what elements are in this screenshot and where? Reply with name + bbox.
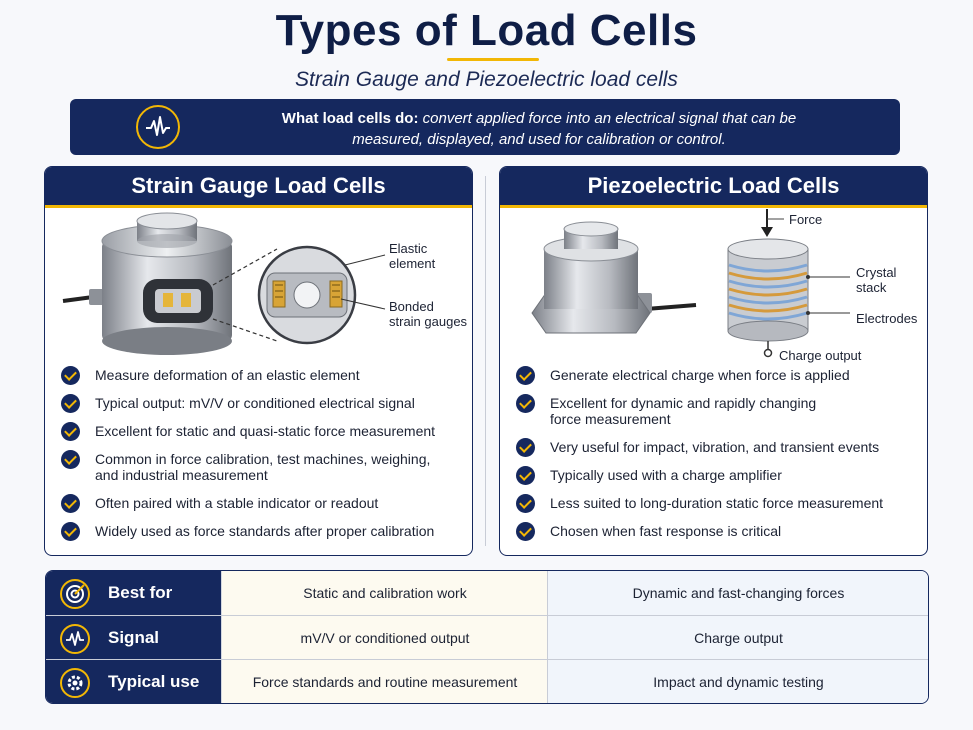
row-label: Signal <box>108 628 160 647</box>
row-label: Typical use <box>108 672 200 691</box>
definition-line-1: convert applied force into an electrical… <box>422 110 797 127</box>
check-icon <box>516 494 535 513</box>
target-icon <box>60 579 90 609</box>
list-item: Common in force calibration, test machin… <box>61 450 435 483</box>
definition-text: What load cells do: convert applied forc… <box>194 108 884 150</box>
check-icon <box>61 394 80 413</box>
definition-lead: What load cells do: <box>281 110 419 127</box>
definition-banner: What load cells do: convert applied forc… <box>70 99 900 155</box>
definition-line-2: measured, displayed, and used for calibr… <box>352 131 726 148</box>
check-icon <box>516 438 535 457</box>
check-icon <box>61 366 80 385</box>
waveform-icon <box>136 105 180 149</box>
check-icon <box>61 422 80 441</box>
check-icon <box>61 522 80 541</box>
piezoelectric-illustration <box>531 209 850 358</box>
list-item: Excellent for static and quasi-static fo… <box>61 422 435 441</box>
strain-gauge-panel: Strain Gauge Load Cells <box>44 166 473 556</box>
table-row: Signal mV/V or conditioned output Charge… <box>46 615 928 660</box>
piezoelectric-features: Generate electrical charge when force is… <box>516 366 883 541</box>
list-item: Excellent for dynamic and rapidly changi… <box>516 394 883 427</box>
strain-cell: mV/V or conditioned output <box>221 616 548 660</box>
check-icon <box>61 450 80 469</box>
waveform-icon <box>60 624 90 654</box>
list-item: Very useful for impact, vibration, and t… <box>516 438 883 457</box>
strain-gauge-illustration <box>62 212 386 355</box>
strain-gauge-features: Measure deformation of an elastic elemen… <box>61 366 435 541</box>
table-row: Best for Static and calibration work Dyn… <box>46 571 928 615</box>
label-electrodes: Electrodes <box>856 311 918 326</box>
piezo-cell: Dynamic and fast-changing forces <box>547 571 928 615</box>
label-force: Force <box>789 212 823 227</box>
table-row: Typical use Force standards and routine … <box>46 659 928 703</box>
strain-cell: Static and calibration work <box>221 571 548 615</box>
list-item: Typical output: mV/V or conditioned elec… <box>61 394 435 413</box>
check-icon <box>516 394 535 413</box>
row-header: Typical use <box>46 660 221 703</box>
check-icon <box>516 366 535 385</box>
row-label: Best for <box>108 583 173 602</box>
panel-divider <box>485 176 486 546</box>
check-icon <box>516 466 535 485</box>
row-header: Signal <box>46 616 221 660</box>
list-item: Chosen when fast response is critical <box>516 522 883 541</box>
page-title: Types of Load Cells <box>275 6 698 55</box>
list-item: Measure deformation of an elastic elemen… <box>61 366 435 385</box>
label-charge-output: Charge output <box>779 348 862 363</box>
comparison-table: Best for Static and calibration work Dyn… <box>45 570 929 704</box>
check-icon <box>61 494 80 513</box>
list-item: Often paired with a stable indicator or … <box>61 494 435 513</box>
piezoelectric-panel: Piezoelectric Load Cells <box>499 166 928 556</box>
list-item: Typically used with a charge amplifier <box>516 466 883 485</box>
list-item: Widely used as force standards after pro… <box>61 522 435 541</box>
row-header: Best for <box>46 571 221 615</box>
piezo-cell: Impact and dynamic testing <box>547 660 928 703</box>
list-item: Generate electrical charge when force is… <box>516 366 883 385</box>
strain-gauge-title: Strain Gauge Load Cells <box>45 167 472 208</box>
title-underline <box>447 58 539 61</box>
list-item: Less suited to long-duration static forc… <box>516 494 883 513</box>
gear-icon <box>60 668 90 698</box>
check-icon <box>516 522 535 541</box>
piezo-cell: Charge output <box>547 616 928 660</box>
cable <box>62 295 94 303</box>
piezoelectric-title: Piezoelectric Load Cells <box>500 167 927 208</box>
strain-cell: Force standards and routine measurement <box>221 660 548 703</box>
page-subtitle: Strain Gauge and Piezoelectric load cell… <box>295 68 678 91</box>
